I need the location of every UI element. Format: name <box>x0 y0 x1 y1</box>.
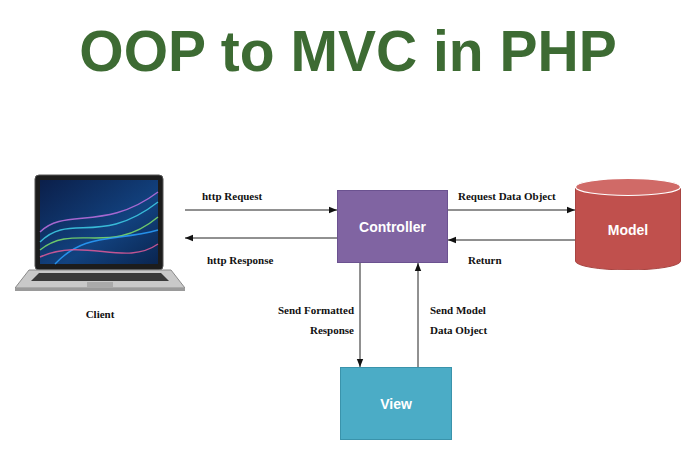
node-label: View <box>380 396 412 412</box>
laptop-illustration <box>15 172 185 294</box>
flow-arrow <box>185 210 337 211</box>
arrow-label: Send Formatted Response <box>266 300 356 340</box>
arrow-label: http Response <box>205 250 275 270</box>
flow-arrow <box>360 263 361 367</box>
client-label: Client <box>15 308 185 320</box>
controller-box: Controller <box>337 190 448 263</box>
arrow-label: Return <box>466 250 504 270</box>
client-laptop: Client <box>15 172 185 322</box>
arrow-label: http Request <box>200 186 264 206</box>
flow-arrow <box>185 238 337 239</box>
flow-arrow <box>448 240 575 241</box>
diagram-title: OOP to MVC in PHP <box>0 16 696 86</box>
flow-arrow <box>448 210 575 211</box>
node-label: Controller <box>359 219 426 235</box>
flow-arrow <box>418 263 419 367</box>
arrow-label: Send Model Data Object <box>428 300 500 340</box>
view-box: View <box>340 367 452 440</box>
node-label: Model <box>608 222 648 238</box>
model-cylinder: Model <box>575 178 681 270</box>
arrow-label: Request Data Object <box>456 186 558 206</box>
